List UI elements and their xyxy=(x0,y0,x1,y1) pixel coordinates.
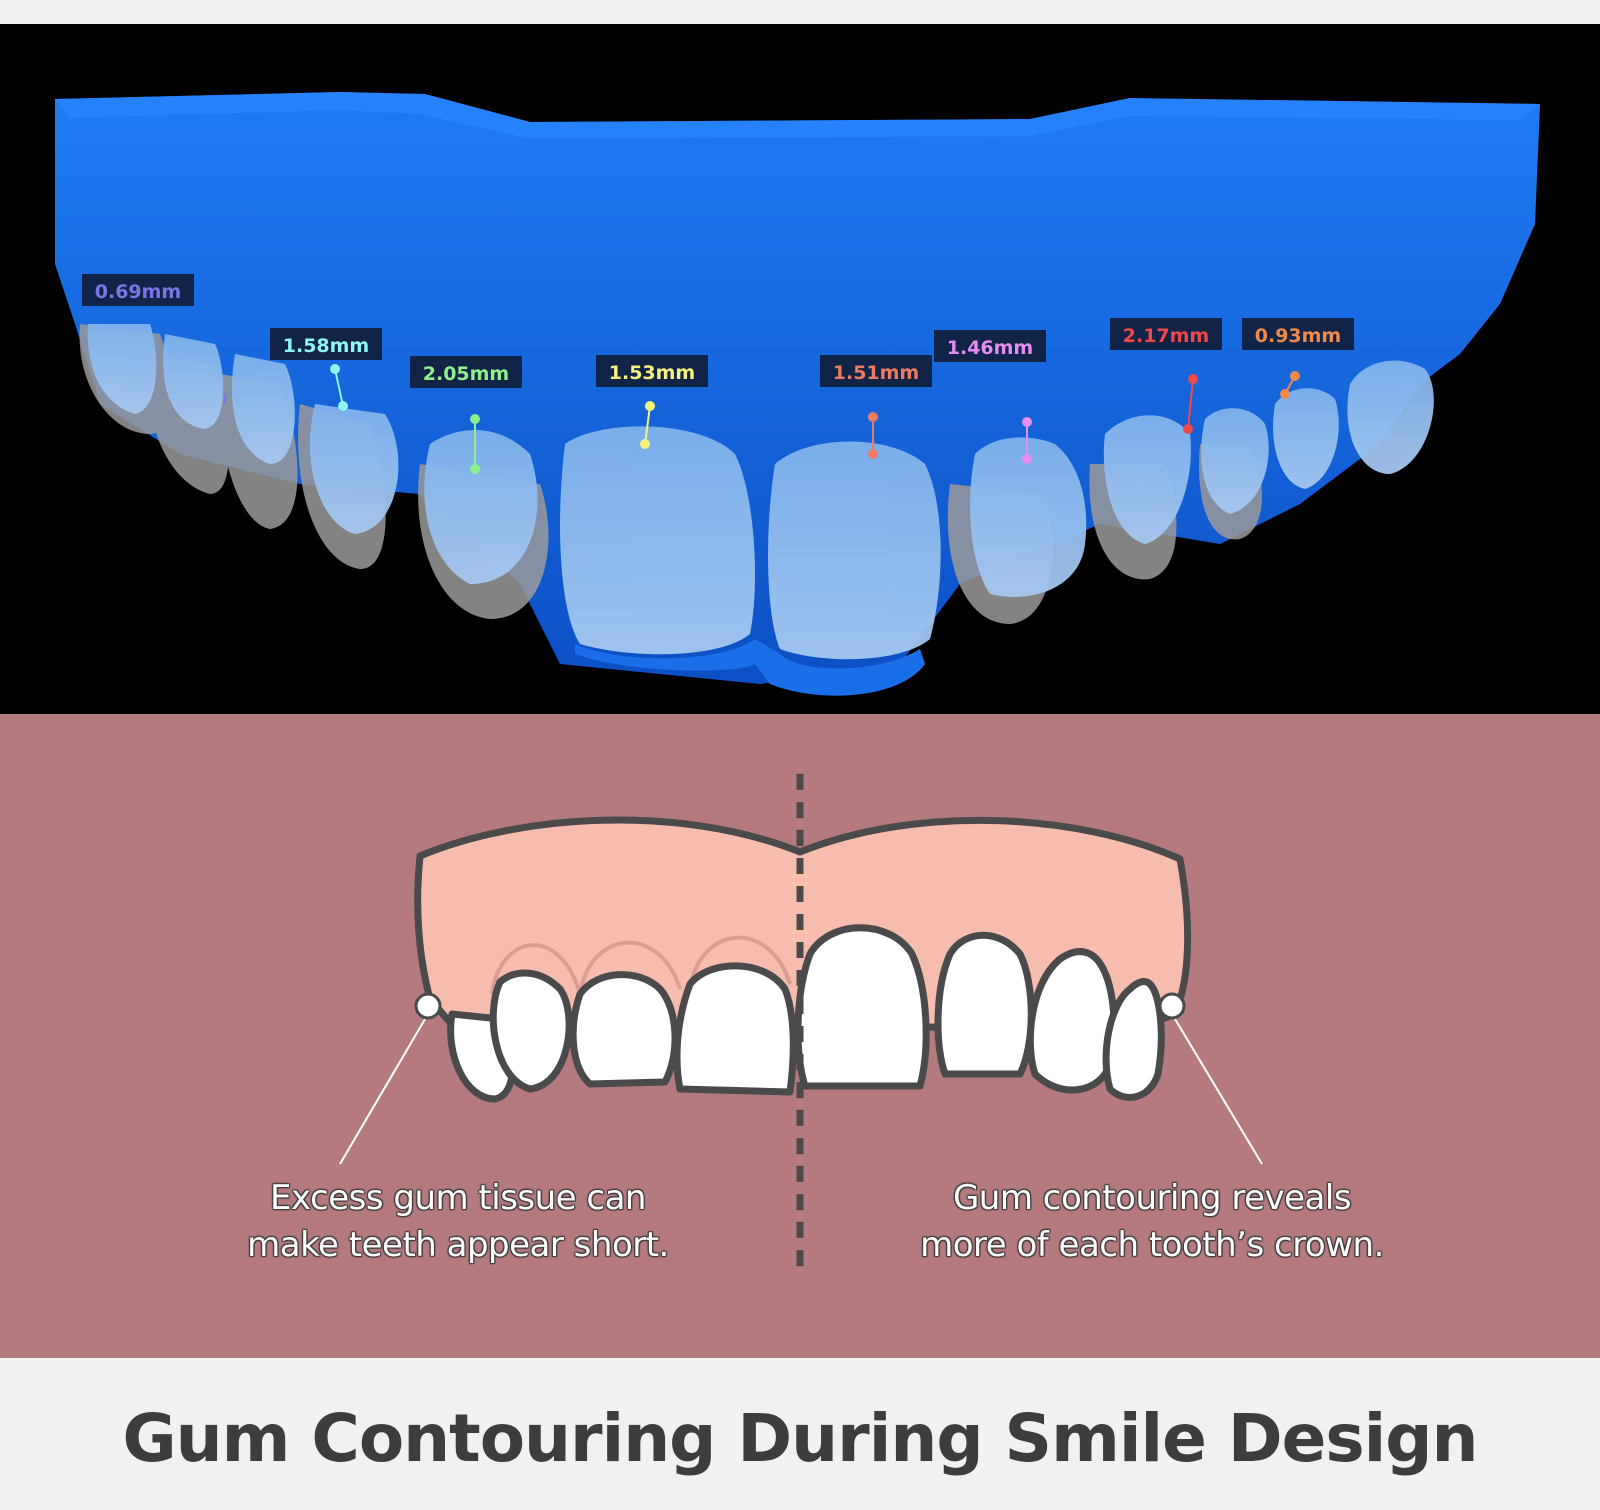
teeth-left xyxy=(447,962,797,1103)
measurement-label: 2.05mm xyxy=(410,356,522,388)
measurement-value: 1.51mm xyxy=(833,362,919,384)
measurement-label: 0.69mm xyxy=(82,274,194,306)
measurement-value: 0.69mm xyxy=(95,281,181,303)
pin-7 xyxy=(1183,374,1198,434)
teeth-right xyxy=(794,924,1165,1101)
tray-shape xyxy=(55,92,1540,684)
tooth xyxy=(934,931,1035,1078)
measurement-pins xyxy=(224,364,1300,474)
pin-2 xyxy=(330,364,348,411)
top-margin xyxy=(0,0,1600,24)
excess-gum-arches xyxy=(490,935,792,995)
measurement-label: 1.58mm xyxy=(270,328,382,360)
measurement-value: 1.53mm xyxy=(609,362,695,384)
measurement-label: 1.46mm xyxy=(934,330,1046,362)
measurement-label: 1.53mm xyxy=(596,355,708,387)
gum-diagram-panel xyxy=(0,714,1600,1358)
pointer-right xyxy=(1158,992,1263,1165)
digital-scan-image: 0.69mm 1.58mm 2.05mm 1.53mm 1.51mm xyxy=(0,24,1600,714)
right-caption: Gum contouring reveals more of each toot… xyxy=(872,1175,1432,1269)
tray-rim xyxy=(55,92,1540,139)
gum-diagram xyxy=(339,774,1263,1274)
measurement-label: 1.51mm xyxy=(820,355,932,387)
measurement-label: 2.17mm xyxy=(1110,318,1222,350)
title-bar: Gum Contouring During Smile Design xyxy=(0,1358,1600,1510)
pin-4 xyxy=(640,401,655,449)
pointer-left xyxy=(339,992,442,1165)
pin-6 xyxy=(1022,417,1032,464)
measurement-label: 0.93mm xyxy=(1242,318,1354,350)
tooth xyxy=(794,924,930,1090)
tooth xyxy=(673,962,797,1096)
measurement-value: 1.46mm xyxy=(947,337,1033,359)
caption-line: make teeth appear short. xyxy=(247,1225,669,1265)
scan-teeth xyxy=(87,324,1434,660)
caption-line: more of each tooth’s crown. xyxy=(920,1225,1384,1265)
tooth xyxy=(569,971,679,1088)
pin-3 xyxy=(470,414,480,474)
measurement-value: 0.93mm xyxy=(1255,325,1341,347)
scan-illustration: 0.69mm 1.58mm 2.05mm 1.53mm 1.51mm xyxy=(55,92,1540,696)
measurement-value: 2.05mm xyxy=(423,363,509,385)
caption-line: Excess gum tissue can xyxy=(270,1178,646,1218)
page-title: Gum Contouring During Smile Design xyxy=(122,1400,1478,1477)
tooth xyxy=(1102,978,1165,1101)
left-caption: Excess gum tissue can make teeth appear … xyxy=(178,1175,738,1269)
measurement-value: 1.58mm xyxy=(283,335,369,357)
tooth xyxy=(489,969,573,1093)
measurement-labels: 0.69mm 1.58mm 2.05mm 1.53mm 1.51mm xyxy=(82,274,1354,388)
measurement-value: 2.17mm xyxy=(1123,325,1209,347)
caption-line: Gum contouring reveals xyxy=(952,1178,1352,1218)
tray-bottom-edge xyxy=(575,639,925,696)
pin-8 xyxy=(1280,371,1300,399)
pin-5 xyxy=(868,412,878,459)
